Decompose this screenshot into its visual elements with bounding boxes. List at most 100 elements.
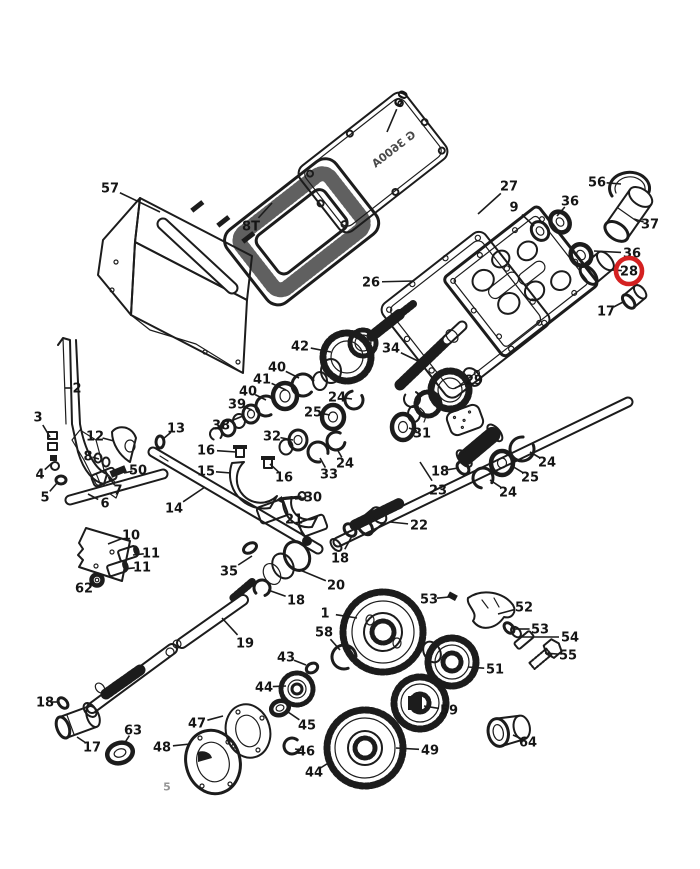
part-label-20: 20: [327, 579, 345, 594]
part-24-snap-ring-c: [403, 390, 421, 408]
part-54-stud: [513, 630, 535, 650]
part-label-16: 16: [275, 471, 293, 486]
leader-line-51: [467, 666, 485, 669]
part-37-cylinder: [603, 186, 654, 243]
part-label-53: 53: [531, 623, 549, 638]
part-label-29: 29: [465, 374, 483, 389]
part-label-24: 24: [328, 391, 346, 406]
part-label-18: 18: [287, 594, 305, 609]
leader-line-46: [294, 748, 302, 751]
part-36-bearing-upper: [548, 209, 572, 235]
part-label-57: 57: [101, 182, 119, 197]
part-12-arm: [111, 426, 137, 463]
leader-line-6: [87, 493, 99, 501]
part-32-washers: [278, 428, 309, 456]
leader-line-30: [294, 497, 306, 500]
part-label-43: 43: [277, 651, 295, 666]
part-47-plate-ring: [224, 703, 272, 759]
part-label-42: 42: [291, 340, 309, 355]
part-label-26: 26: [362, 276, 380, 291]
part-label-31: 31: [413, 427, 431, 442]
part-label-23: 23: [429, 484, 447, 499]
part-62-nut: [89, 572, 105, 588]
part-33-snap-ring: [306, 440, 330, 464]
part-label-40: 40: [239, 385, 257, 400]
part-53-key: [447, 591, 458, 601]
leader-line-18: [267, 589, 286, 598]
leader-line-27: [477, 192, 502, 215]
leader-line-57: [119, 192, 161, 213]
part-58-ring: [330, 643, 358, 671]
part-34-splined-shaft: [394, 320, 468, 391]
part-label-60: 60: [391, 88, 412, 111]
part-19-shaft: [82, 594, 249, 718]
part-28-bushing: [578, 250, 615, 286]
part-label-6: 6: [100, 497, 109, 512]
part-label-13: 13: [167, 422, 185, 437]
highlight-circle-28: [613, 255, 645, 287]
leader-line-58: [329, 638, 341, 651]
part-label-18: 18: [331, 552, 349, 567]
leader-line-25: [319, 412, 331, 416]
leader-line-24: [336, 448, 343, 458]
part-11-pin-a: [117, 545, 140, 563]
part-31-bushing: [389, 411, 417, 443]
part-48-housing: [184, 728, 242, 796]
leader-line-35: [237, 555, 253, 566]
leader-line-11: [132, 553, 144, 556]
leader-line-43: [293, 659, 307, 666]
part-3-clips: [47, 431, 58, 461]
part-17-bushing-upper: [620, 284, 648, 310]
leader-line-42: [310, 347, 332, 353]
leader-line-16: [269, 463, 279, 473]
part-24-snap-ring-a: [343, 389, 365, 411]
leader-line-63: [123, 735, 131, 745]
leader-line-44: [319, 761, 331, 769]
part-label-27: 27: [500, 180, 518, 195]
leader-line-53: [436, 596, 450, 599]
leader-line-12: [102, 437, 115, 442]
part-label-35: 35: [220, 565, 238, 580]
leader-line-17: [613, 300, 626, 308]
part-18-ring-a: [455, 460, 471, 476]
leader-lines: [42, 108, 644, 769]
part-label-18: 18: [36, 696, 54, 711]
part-label-15: 15: [197, 465, 215, 480]
part-25-bearing-a: [319, 402, 347, 432]
leader-line-59: [423, 705, 440, 710]
part-label-36: 36: [561, 195, 579, 210]
part-label-21: 21: [285, 513, 303, 528]
part-label-19: 19: [236, 637, 254, 652]
part-label-7: 7: [113, 484, 122, 499]
part-16-bolt-a: [233, 445, 247, 458]
part-label-28: 28: [620, 265, 638, 280]
part-63-cap: [105, 740, 135, 766]
part-10-bracket: [77, 527, 131, 582]
leader-line-7: [108, 476, 116, 486]
part-label-30: 30: [304, 491, 322, 506]
part-label-54: 54: [561, 631, 579, 646]
leader-line-31: [408, 427, 418, 432]
part-label-1: 1: [320, 607, 329, 622]
leader-line-50: [123, 470, 133, 474]
part-label-34: 34: [382, 342, 400, 357]
leader-line-39: [242, 405, 253, 411]
part-64-roller: [486, 714, 531, 748]
part-36-bearing-lower: [568, 242, 594, 268]
part-label-59: 59: [440, 704, 458, 719]
leader-line-4: [44, 462, 53, 471]
leader-line-49: [395, 747, 420, 751]
part-8-washers: [93, 452, 111, 468]
leader-line-36: [556, 206, 566, 217]
part-5-nut: [54, 474, 68, 486]
leader-line-25: [511, 465, 524, 474]
part-45-collar: [268, 698, 292, 718]
leader-line-8: [92, 456, 100, 460]
part-label-45: 45: [298, 719, 316, 734]
leader-line-20: [299, 569, 327, 582]
leader-line-29: [454, 382, 467, 389]
part-label-14: 14: [165, 502, 183, 517]
part-label-53: 53: [420, 593, 438, 608]
leader-line-17: [76, 736, 87, 744]
